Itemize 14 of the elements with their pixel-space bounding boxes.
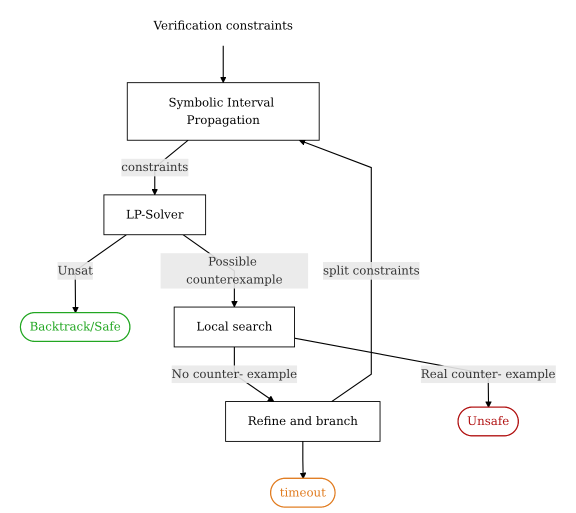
edge-label: No counter- example [172, 366, 298, 381]
arrow [300, 441, 306, 479]
node-box: Refine and branch [225, 401, 380, 442]
arrow [298, 139, 372, 402]
edge-label: Unsat [57, 264, 93, 278]
arrow [220, 46, 226, 83]
node-text: Verification constraints [154, 18, 293, 32]
edge-label: Real counter- example [420, 366, 556, 381]
edge-label: Possible counterexample [186, 254, 283, 286]
node-box: LP-Solver [103, 194, 206, 236]
node-box: Local search [174, 306, 295, 348]
edge-label: constraints [121, 160, 188, 174]
edge-label: split constraints [322, 264, 420, 278]
node-box: Symbolic Interval Propagation [126, 82, 320, 141]
